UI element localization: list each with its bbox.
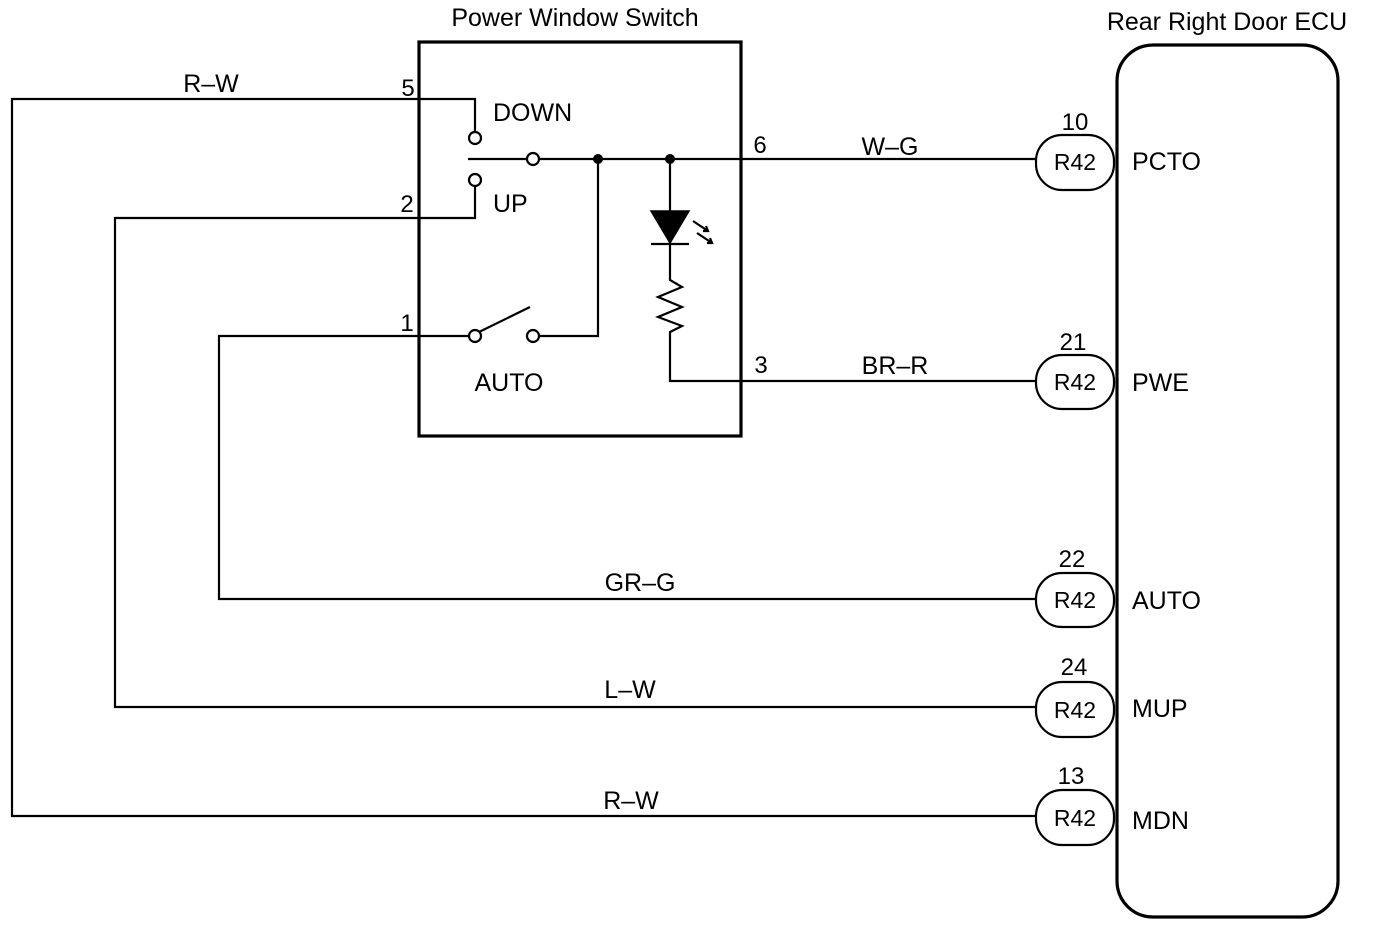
pin-3: 3 <box>754 352 767 379</box>
connector-mdn: 13 R42 MDN <box>1034 763 1189 847</box>
connector-body <box>1034 133 1116 192</box>
connector-pin: 22 <box>1059 546 1086 573</box>
switch-title: Power Window Switch <box>451 4 698 32</box>
connector-body <box>1034 353 1116 411</box>
auto-switch-blade <box>478 306 531 333</box>
connector-pcto: 10 R42 PCTO <box>1034 109 1201 192</box>
auto-contact-right <box>525 328 541 344</box>
ecu-signal-label: AUTO <box>1132 587 1201 615</box>
connector-code: R42 <box>1054 149 1096 175</box>
wire-label-rw-top: R–W <box>183 70 239 98</box>
connector-body <box>1034 571 1116 629</box>
connector-pin: 13 <box>1058 763 1085 790</box>
pin-2: 2 <box>400 191 413 218</box>
label-auto: AUTO <box>475 369 544 397</box>
ecu-signal-label: PWE <box>1132 369 1189 397</box>
switch-box <box>417 40 743 438</box>
connector-code: R42 <box>1054 805 1096 831</box>
common-contact <box>525 151 541 167</box>
wire-auto-return <box>539 159 600 338</box>
connector-pwe: 21 R42 PWE <box>1034 329 1189 411</box>
ecu-signal-label: MUP <box>1132 695 1188 723</box>
pin-6: 6 <box>753 132 766 159</box>
down-contact <box>467 130 483 146</box>
wire-grg <box>217 334 1036 601</box>
pin-1: 1 <box>400 310 413 337</box>
connector-code: R42 <box>1054 369 1096 395</box>
led-light-arrows-icon <box>692 220 714 245</box>
pin-5: 5 <box>401 75 414 102</box>
ecu-title: Rear Right Door ECU <box>1107 8 1347 36</box>
up-contact <box>467 172 483 188</box>
connector-pin: 24 <box>1061 654 1088 681</box>
wire-label-brr: BR–R <box>862 352 929 380</box>
label-up: UP <box>493 190 528 218</box>
ecu-signal-label: PCTO <box>1132 148 1201 176</box>
connector-code: R42 <box>1054 587 1096 613</box>
connector-pin: 21 <box>1060 329 1087 356</box>
connector-pin: 10 <box>1062 109 1089 136</box>
wire-lw <box>113 186 1036 709</box>
connector-mup: 24 R42 MUP <box>1034 654 1188 739</box>
connector-code: R42 <box>1054 697 1096 723</box>
connector-auto: 22 R42 AUTO <box>1034 546 1201 629</box>
ecu-box <box>1115 43 1340 919</box>
label-down: DOWN <box>493 99 572 127</box>
led-icon <box>649 210 691 245</box>
wire-label-grg: GR–G <box>605 569 676 597</box>
wire-label-rw-bottom: R–W <box>603 787 659 815</box>
resistor-icon <box>655 244 1036 383</box>
connector-body <box>1034 788 1116 847</box>
wire-rw <box>10 97 1036 818</box>
ecu-signal-label: MDN <box>1132 807 1189 835</box>
connector-body <box>1034 680 1116 739</box>
wire-label-lw: L–W <box>604 676 656 704</box>
wire-label-wg: W–G <box>862 133 919 161</box>
